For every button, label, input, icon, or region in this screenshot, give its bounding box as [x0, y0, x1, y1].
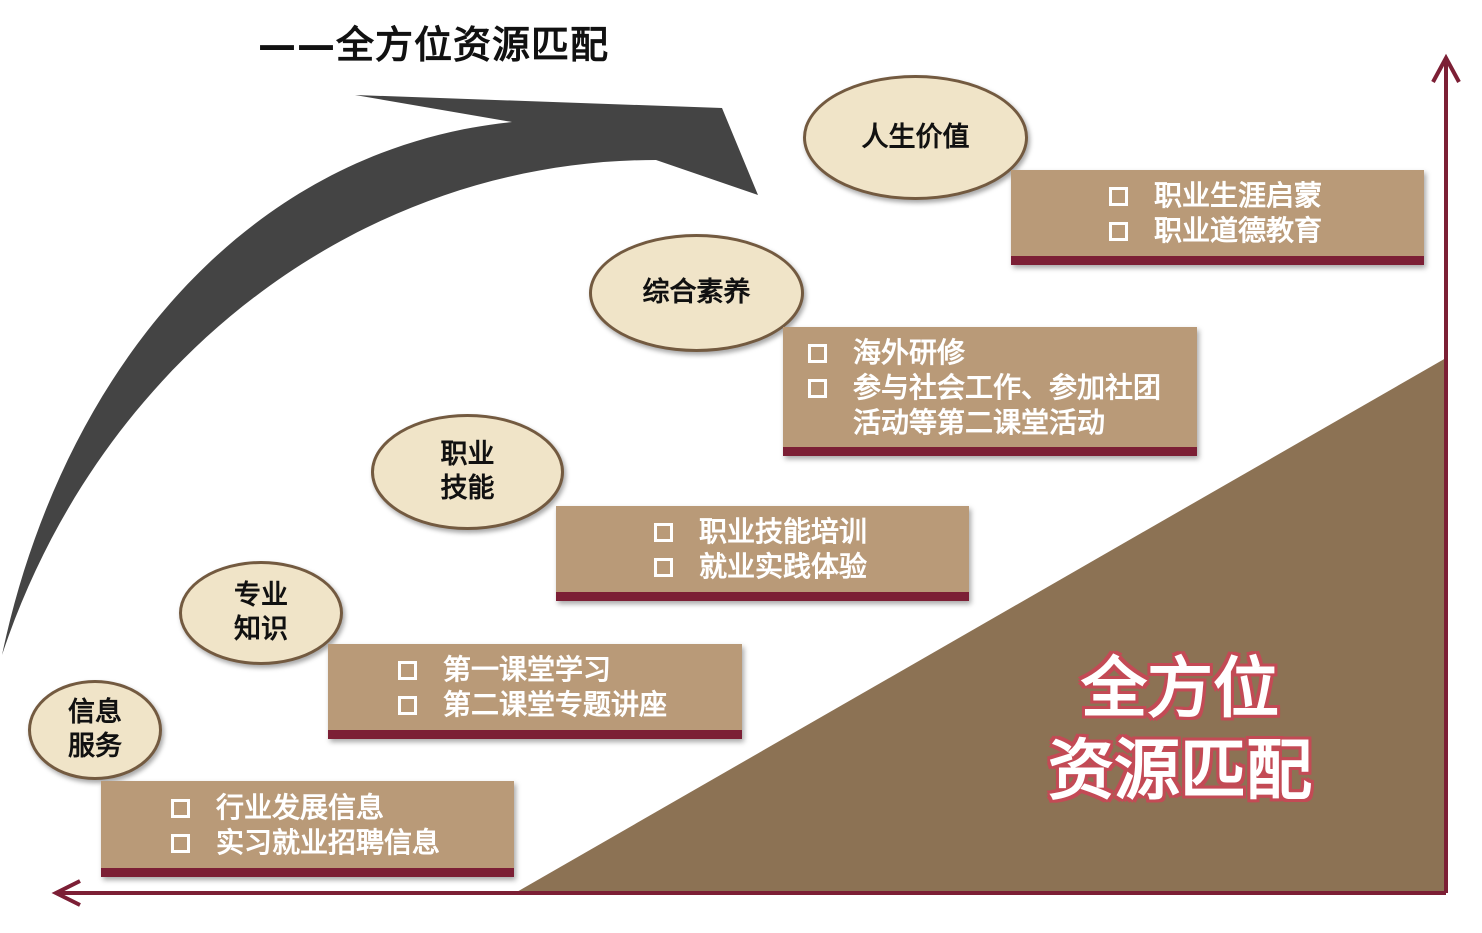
stage-box-vocational-skills: 职业技能培训 就业实践体验 [556, 506, 969, 601]
stage-box-info-service: 行业发展信息 实习就业招聘信息 [101, 781, 514, 877]
stage-box-comprehensive-quality: 海外研修 参与社会工作、参加社团 活动等第二课堂活动 [783, 327, 1197, 456]
checklist-item: 海外研修 [808, 335, 1161, 370]
checkbox-icon [1109, 222, 1128, 241]
stage-oval-label: 专业 知识 [234, 580, 288, 645]
checkbox-icon [398, 661, 417, 680]
checklist-item: 行业发展信息 [171, 790, 440, 825]
checkbox-icon [171, 799, 190, 818]
checklist-item: 实习就业招聘信息 [171, 825, 440, 860]
checklist-item: 就业实践体验 [654, 549, 867, 584]
growth-arrow [2, 95, 758, 655]
stage-oval-info-service: 信息 服务 [28, 680, 162, 780]
checklist-item: 职业生涯启蒙 [1109, 178, 1322, 213]
stage-oval-life-value: 人生价值 [803, 75, 1028, 200]
checkbox-icon [398, 696, 417, 715]
checkbox-icon [808, 344, 827, 363]
stage-box-professional-knowledge: 第一课堂学习 第二课堂专题讲座 [328, 644, 742, 739]
axes [51, 53, 1461, 907]
checklist-item: 第一课堂学习 [398, 652, 667, 687]
checklist-item: 职业道德教育 [1109, 213, 1322, 248]
checkbox-icon [1109, 187, 1128, 206]
checkbox-icon [171, 834, 190, 853]
stage-oval-label: 综合素养 [642, 277, 751, 309]
stage-oval-comprehensive-quality: 综合素养 [589, 234, 804, 352]
stage-oval-label: 信息 服务 [68, 697, 122, 762]
stage-box-life-value: 职业生涯启蒙 职业道德教育 [1011, 170, 1424, 265]
growth-triangle [515, 358, 1446, 893]
checklist-item: 职业技能培训 [654, 514, 867, 549]
checkbox-icon [654, 523, 673, 542]
resource-matching-label: 全方位 资源匹配 [1048, 650, 1312, 809]
checklist-item: 参与社会工作、参加社团 活动等第二课堂活动 [808, 370, 1161, 440]
stage-oval-label: 人生价值 [861, 121, 970, 153]
checkbox-icon [654, 558, 673, 577]
stage-oval-professional-knowledge: 专业 知识 [179, 561, 343, 665]
checkbox-icon [808, 379, 827, 398]
checklist-item: 第二课堂专题讲座 [398, 687, 667, 722]
stage-oval-label: 职业 技能 [440, 439, 495, 504]
page-title: ——全方位资源匹配 [258, 23, 610, 67]
stage-oval-vocational-skills: 职业 技能 [371, 414, 564, 530]
